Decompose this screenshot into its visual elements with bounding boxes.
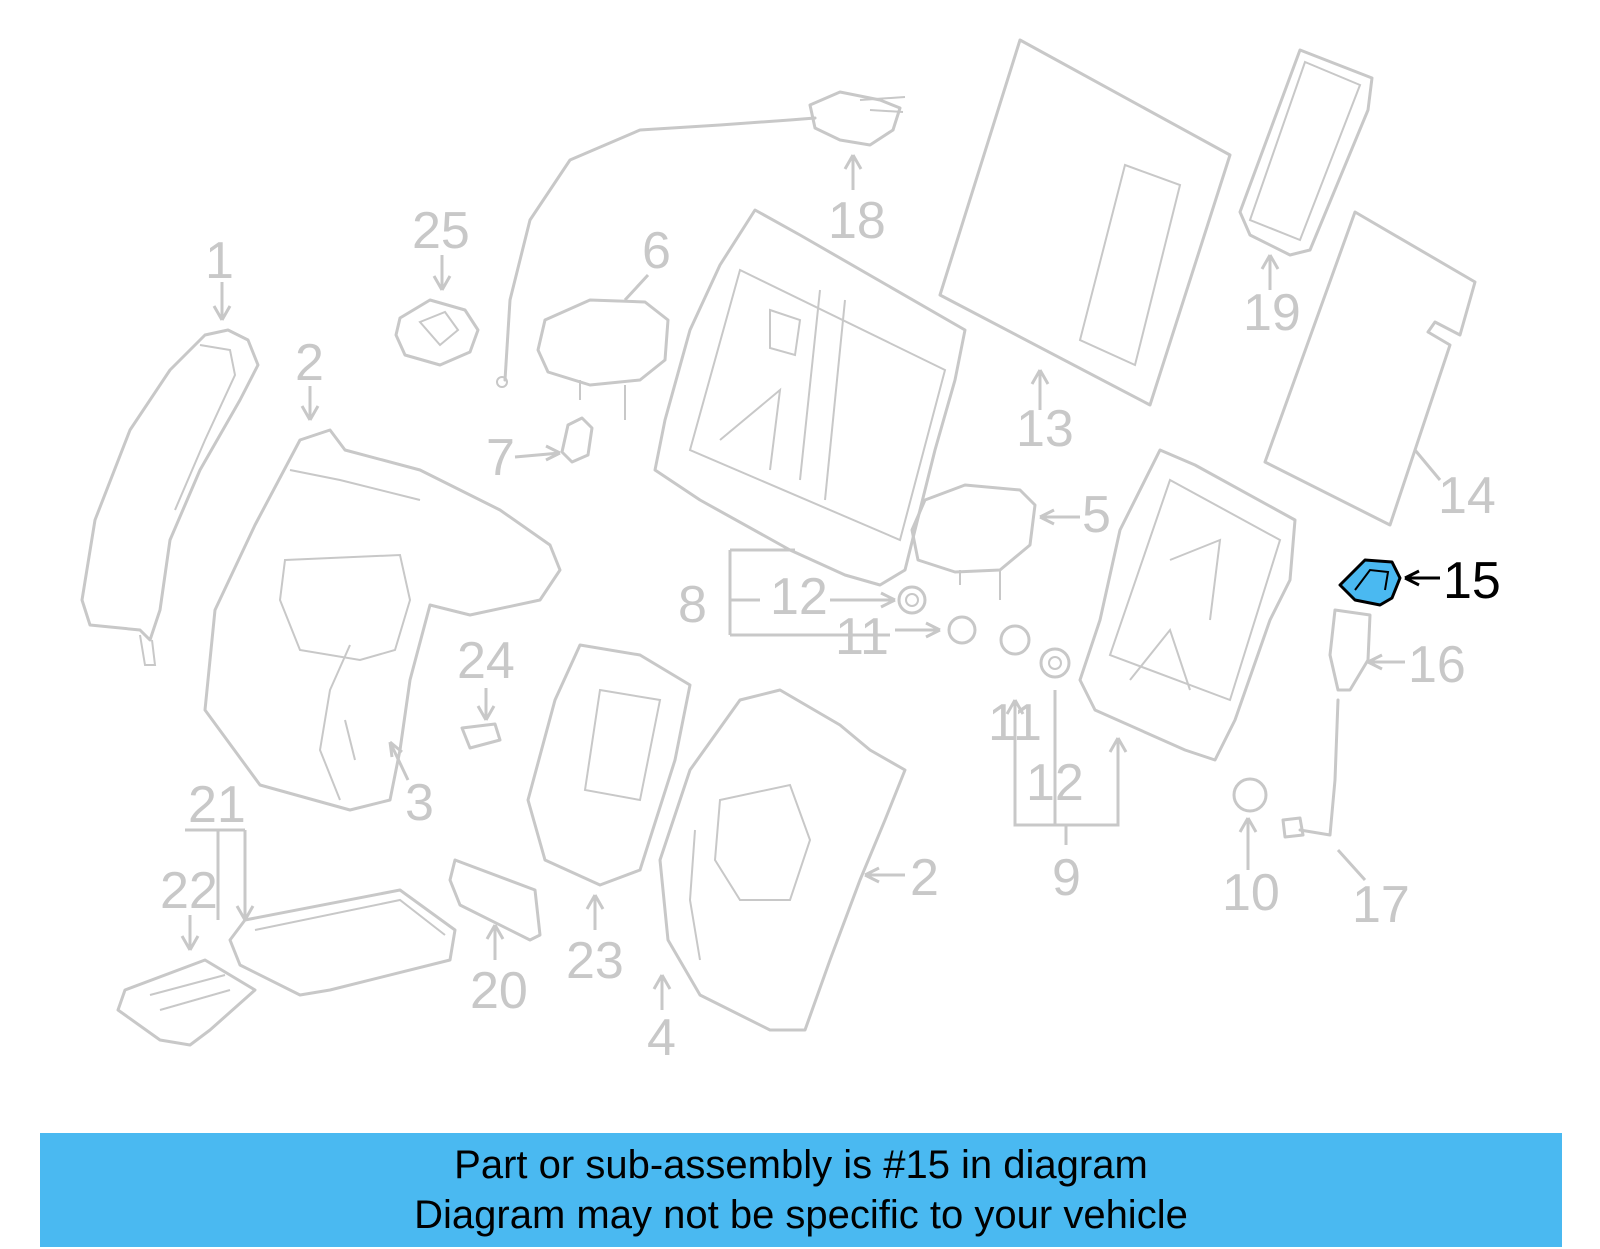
callout-10: 10 <box>1222 864 1280 922</box>
fasteners <box>897 585 1268 813</box>
part-1-side-trim <box>80 328 260 666</box>
callout-1: 1 <box>205 232 234 290</box>
callout-25: 25 <box>412 202 470 260</box>
callout-11: 11 <box>835 608 889 666</box>
part-16-release-handle <box>1328 608 1372 692</box>
callout-23: 23 <box>566 932 624 990</box>
callout-19: 19 <box>1243 284 1301 342</box>
part-2-backrest-cover-right <box>658 688 907 1032</box>
callout-5: 5 <box>1082 486 1111 544</box>
part-13-back-panel <box>938 38 1232 407</box>
callout-15: 15 <box>1443 552 1501 610</box>
callout-2: 2 <box>295 334 324 392</box>
part-15-highlighted <box>1338 558 1402 607</box>
part-17-cable <box>1281 698 1340 839</box>
part-9-backrest-frame-right <box>1078 448 1297 762</box>
callout-13: 13 <box>1016 400 1074 458</box>
callout-8: 8 <box>678 576 707 634</box>
part-20-trim <box>448 858 542 942</box>
callout-16: 16 <box>1408 636 1466 694</box>
part-24-pin <box>460 722 502 750</box>
callout-12: 12 <box>770 568 828 626</box>
part-7-guide <box>560 416 594 464</box>
callout-17: 17 <box>1352 876 1410 934</box>
callout-18: 18 <box>828 192 886 250</box>
callout-11-b: 11 <box>988 694 1042 752</box>
banner-line-part: Part or sub-assembly is #15 in diagram <box>454 1143 1148 1187</box>
callout-12-b: 12 <box>1026 754 1084 812</box>
callout-4: 4 <box>647 1009 676 1067</box>
banner-line-disclaimer: Diagram may not be specific to your vehi… <box>414 1193 1188 1237</box>
info-banner: Part or sub-assembly is #15 in diagram D… <box>40 1133 1562 1247</box>
part-5-headrest <box>910 483 1037 600</box>
part-8-backrest-frame <box>653 208 967 587</box>
callout-21: 21 <box>188 776 246 834</box>
part-23-seat-back-frame <box>526 643 692 887</box>
callout-2-b: 2 <box>910 849 939 907</box>
part-2-backrest-cover-left <box>203 428 562 812</box>
part-6-headrest <box>536 298 670 420</box>
part-14-panel <box>1263 210 1477 527</box>
leader-lines <box>180 154 1442 1010</box>
callout-9: 9 <box>1052 849 1081 907</box>
callout-22: 22 <box>160 862 218 920</box>
callout-24: 24 <box>457 632 515 690</box>
part-25-latch <box>394 298 480 367</box>
callouts: 1 2 3 25 18 6 7 5 8 12 11 13 19 14 15 16… <box>160 192 1501 1067</box>
part-19-trim-frame <box>1238 48 1374 257</box>
callout-6: 6 <box>642 222 671 280</box>
callout-7: 7 <box>486 429 515 487</box>
part-18-release-cable <box>496 90 906 388</box>
part-21-cushion <box>228 888 457 997</box>
callout-20: 20 <box>470 962 528 1020</box>
callout-3: 3 <box>405 774 434 832</box>
part-22-bracket <box>116 958 257 1047</box>
callout-14: 14 <box>1438 467 1496 525</box>
